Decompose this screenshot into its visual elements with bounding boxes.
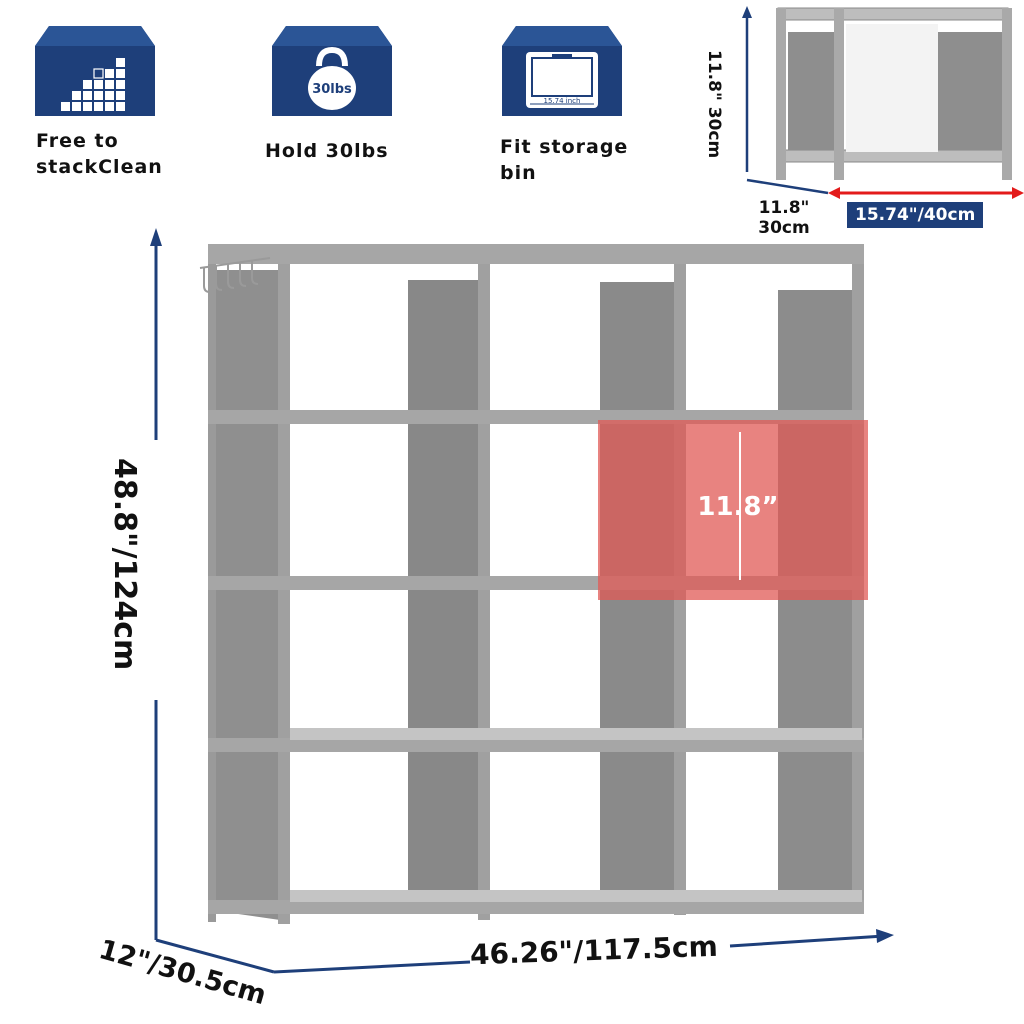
kettlebell-text: 30lbs (312, 82, 352, 97)
bin-width-text: 15.74 inch (544, 97, 581, 105)
feature-label-line1: Free to (36, 130, 119, 152)
highlight-size-label: 11.8” (697, 492, 778, 522)
kettlebell-icon: 30lbs (272, 26, 392, 116)
main-height-label: 48.8"/124cm (107, 458, 142, 671)
highlighted-cube: 11.8” (598, 420, 868, 600)
feature-label-line1: Fit storage (500, 136, 629, 158)
feature-label-line2: bin (500, 162, 537, 184)
hook-rack (199, 257, 271, 293)
height-arrow (150, 228, 162, 940)
stack-blocks-icon (35, 26, 155, 116)
cube-depth-line1: 11.8" (758, 198, 810, 218)
cube-width-badge: 15.74"/40cm (847, 202, 984, 228)
cube-illustration (742, 6, 1024, 199)
cube-depth-line2: 30cm (758, 218, 810, 238)
storage-bin-icon: 15.74 inch (502, 26, 622, 116)
feature-label-line1: Hold 30lbs (265, 140, 389, 162)
feature-label-line2: stackClean (36, 156, 163, 178)
width-arrow (155, 929, 894, 974)
